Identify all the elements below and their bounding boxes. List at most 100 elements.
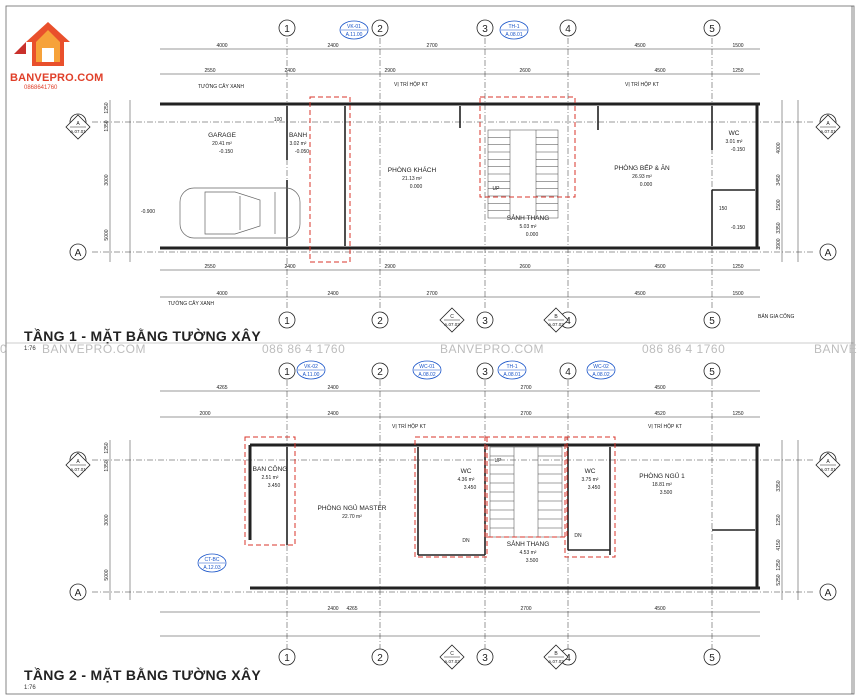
watermark-5: BANVE — [814, 342, 858, 356]
dimension-label: 2400 — [327, 43, 338, 49]
detail-tag-code: CT-BC — [205, 557, 220, 563]
watermark-1: BANVEPRO.COM — [42, 342, 147, 356]
dimension-label: 2700 — [520, 385, 531, 391]
section-marker-ref: A.07.01 — [70, 129, 86, 134]
section-marker-ref: A.07.02 — [444, 322, 460, 327]
level-mark: -0.900 — [141, 209, 155, 215]
room-level: 3.500 — [660, 490, 673, 496]
stair-direction: UP — [493, 186, 501, 192]
room-level: 3.500 — [526, 558, 539, 564]
grid-bubble — [559, 19, 577, 37]
detail-tag-ref: A.11.00 — [346, 32, 363, 38]
grid-bubble — [703, 19, 721, 37]
detail-tag-ref: A.08.02 — [592, 372, 609, 378]
dimension-label: 4500 — [654, 385, 665, 391]
section-marker-ref: A.07.01 — [820, 129, 836, 134]
dimension-label: 3900 — [776, 238, 782, 249]
room-name: PHÒNG BẾP & ĂN — [614, 162, 670, 172]
dimension-label: 4500 — [654, 68, 665, 74]
room-name: SẢNH THANG — [507, 213, 550, 222]
grid-bubble — [278, 311, 296, 329]
grid-bubble — [278, 362, 296, 380]
section-marker-label: B — [554, 651, 558, 657]
grid-bubble-label: A — [825, 588, 832, 599]
room-area: 21.13 m² — [402, 176, 422, 182]
watermark-2: 086 86 4 1760 — [262, 342, 346, 356]
section-marker-label: A — [76, 121, 80, 127]
room-area: 4.36 m² — [458, 477, 475, 483]
room-level: 3.450 — [268, 483, 281, 489]
grid-bubble — [819, 583, 837, 601]
dimension-label: 4500 — [654, 264, 665, 270]
room-level: 0.000 — [640, 182, 653, 188]
dimension-label: 4500 — [634, 43, 645, 49]
dimension-label: 1500 — [776, 199, 782, 210]
grid-bubble — [559, 362, 577, 380]
plan-1-scale: 1:76 — [24, 346, 36, 352]
grid-bubble — [278, 19, 296, 37]
room-area: 18.81 m² — [652, 482, 672, 488]
dimension-label: 1250 — [776, 514, 782, 525]
dimension-label: 1500 — [732, 291, 743, 297]
plan-1-title: TẦNG 1 - MẶT BẰNG TƯỜNG XÂY — [24, 328, 261, 344]
watermark-3: BANVEPRO.COM — [440, 342, 545, 356]
dimension-label: 1350 — [104, 460, 110, 471]
grid-bubble-label: 1 — [284, 653, 290, 664]
dimension-label: 2700 — [520, 411, 531, 417]
section-marker-ref: A.07.02 — [548, 659, 564, 664]
watermark-0: 0 — [0, 342, 8, 356]
room-level: 3.450 — [588, 485, 601, 491]
dimension-label: 2600 — [519, 264, 530, 270]
grid-bubble — [476, 648, 494, 666]
note-label: VỊ TRÍ HỘP KT — [394, 81, 428, 88]
room-name: BANH — [289, 132, 307, 139]
section-marker-label: A — [76, 459, 80, 465]
room-level: -0.150 — [219, 149, 233, 155]
grid-bubble-label: 3 — [482, 316, 488, 327]
note-label: VỊ TRÍ HỘP KT — [392, 423, 426, 430]
plan-2-title: TẦNG 2 - MẶT BẰNG TƯỜNG XÂY — [24, 667, 261, 683]
plan-2-scale: 1:76 — [24, 685, 36, 691]
note-label: TƯỜNG CÂY XANH — [168, 300, 214, 307]
grid-bubble-label: 4 — [565, 367, 571, 378]
grid-bubble-label: 3 — [482, 653, 488, 664]
grid-bubble-label: 4 — [565, 653, 571, 664]
stair-2 — [489, 446, 563, 538]
detail-tag-code: TH-1 — [508, 24, 519, 30]
dimension-label: 4150 — [776, 539, 782, 550]
door-direction: DN — [462, 538, 470, 544]
room-level: -0.050 — [295, 149, 309, 155]
grid-bubble-label: 1 — [284, 24, 290, 35]
dimension-label: 2400 — [327, 411, 338, 417]
dimension-label: 150 — [719, 206, 728, 212]
dimension-label: 2400 — [327, 291, 338, 297]
dimension-label: 3450 — [776, 174, 782, 185]
room-name: PHÒNG KHÁCH — [388, 165, 437, 174]
dimension-label: 2400 — [284, 68, 295, 74]
sheet-border — [5, 5, 855, 695]
room-level: 0.000 — [526, 232, 539, 238]
note-label: VỊ TRÍ HỘP KT — [625, 81, 659, 88]
room-level: 0.000 — [410, 184, 423, 190]
detail-tag-code: VK-02 — [304, 364, 318, 370]
room-level: 3.450 — [464, 485, 477, 491]
dimension-label: 5000 — [104, 229, 110, 240]
section-marker-ref: A.07.02 — [444, 659, 460, 664]
dimension-label: 3350 — [776, 222, 782, 233]
dimension-label: 3000 — [104, 514, 110, 525]
door-direction: DN — [574, 533, 582, 539]
dimension-label: 2400 — [284, 264, 295, 270]
grid-bubble — [476, 362, 494, 380]
dimension-label: 2550 — [204, 68, 215, 74]
dimension-label: 1250 — [732, 264, 743, 270]
dimension-label: 2700 — [520, 606, 531, 612]
dimension-label: 1250 — [776, 559, 782, 570]
room-area: 3.75 m² — [582, 477, 599, 483]
dimension-label: 100 — [274, 117, 283, 123]
section-marker-label: A — [826, 459, 830, 465]
section-marker-label: C — [450, 651, 454, 657]
dimension-label: 2000 — [199, 411, 210, 417]
dimension-label: 1250 — [104, 442, 110, 453]
dimension-label: 4265 — [216, 385, 227, 391]
room-name: WC — [585, 468, 596, 475]
